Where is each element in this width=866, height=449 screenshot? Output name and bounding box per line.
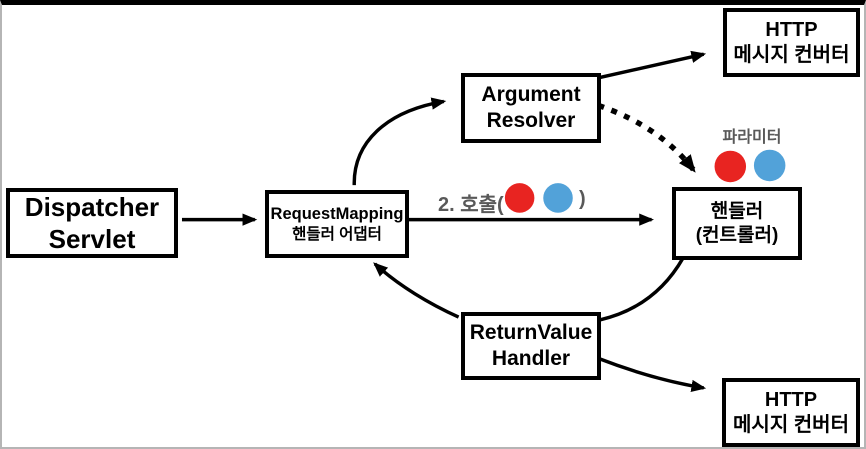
handler-label-line1: 핸들러 [710, 200, 764, 222]
return-value-handler-box: ReturnValue Handler [461, 312, 601, 380]
dispatcher-servlet-label-line2: Servlet [48, 224, 136, 254]
parameter-annotation: 파라미터 [722, 129, 782, 146]
return-value-handler-label-line2: Handler [491, 347, 571, 370]
http-message-converter-top-box: HTTP 메시지 컨버터 [723, 8, 860, 77]
return-value-handler-label-line1: ReturnValue [469, 320, 593, 344]
arrow-argument-resolver-to-http-converter-top [598, 50, 707, 80]
http-converter-bottom-label-line1: HTTP [764, 388, 818, 411]
handler-controller-box: 핸들러 (컨트롤러) [672, 187, 802, 260]
call-parameter-red-dot [504, 183, 535, 213]
argument-resolver-box: Argument Resolver [461, 73, 601, 143]
handler-parameter-blue-dot [753, 149, 786, 182]
dispatcher-servlet-box: Dispatcher Servlet [6, 188, 178, 258]
request-mapping-handler-adapter-box: RequestMapping 핸들러 어댑터 [265, 190, 409, 258]
arrow-adapter-to-argument-resolver [352, 97, 447, 186]
http-converter-bottom-label-line2: 메시지 컨버터 [733, 413, 849, 436]
argument-resolver-label-line2: Resolver [486, 109, 576, 132]
call-annotation-close: ) [579, 188, 586, 210]
http-message-converter-bottom-box: HTTP 메시지 컨버터 [722, 378, 860, 447]
line-handler-to-return-value-handler [598, 257, 685, 322]
argument-resolver-label-line1: Argument [481, 82, 581, 106]
dispatcher-servlet-label-line1: Dispatcher [24, 191, 160, 222]
arrow-return-value-handler-to-adapter [373, 262, 460, 319]
call-parameter-blue-dot [543, 183, 573, 213]
handler-adapter-label-line2: 핸들러 어댑터 [292, 225, 382, 243]
arrow-dashed-argument-resolver-to-handler [597, 102, 697, 173]
handler-parameter-red-dot [714, 150, 747, 183]
http-converter-top-label-line1: HTTP [765, 18, 818, 41]
call-annotation-open: 2. 호출( [438, 194, 504, 216]
handler-adapter-label-line1: RequestMapping [270, 205, 404, 223]
http-converter-top-label-line2: 메시지 컨버터 [733, 43, 850, 66]
handler-label-line2: (컨트롤러) [695, 224, 779, 246]
connector-layer [181, 50, 786, 392]
arrow-return-value-handler-to-http-converter-bottom [597, 356, 707, 392]
